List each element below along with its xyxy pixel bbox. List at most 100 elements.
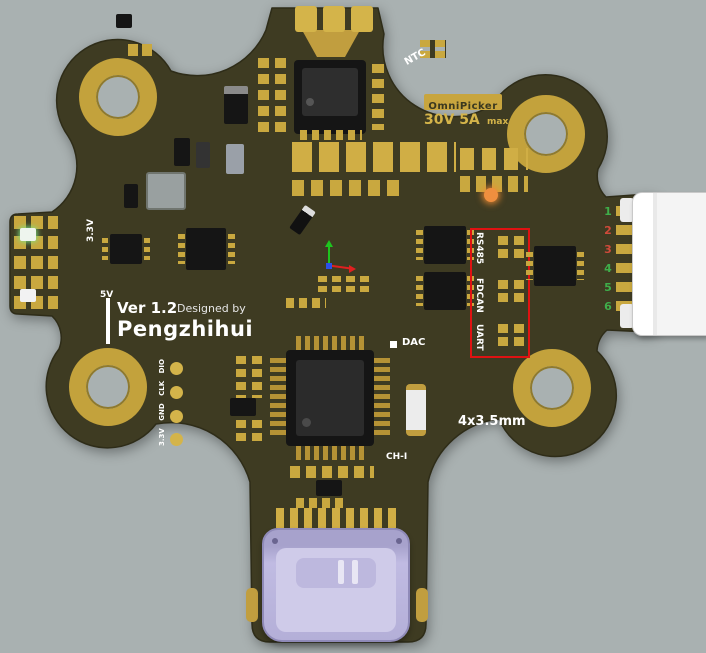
mcu-pins-bottom [296,446,364,460]
ic-pins [178,234,185,264]
mcu-pins-left [270,358,286,438]
smd-component [174,138,190,166]
pad-row [290,466,374,478]
usb-c-rivet [396,538,402,544]
orange-led [484,188,498,202]
author-label: Pengzhihui [117,317,254,341]
pad-grid [236,420,262,444]
smd-capacitor [226,144,244,174]
top-pad [295,6,317,32]
version-label: Ver 1.2 [117,299,178,317]
capacitor-row [460,148,528,170]
rating-label: 30V 5A [424,112,480,128]
pad-grid [258,58,288,136]
bus-transceiver-ic [424,272,466,310]
dac-label: DAC [402,337,426,348]
usb-shield-pad [246,588,258,622]
brand-name: OmniPicker [428,101,498,112]
top-tab-plating [302,30,360,57]
smd-component [196,142,210,168]
smd-capacitor [224,86,248,124]
connector-latch-top [620,198,634,222]
pin-number: 5 [604,281,612,294]
esd-ic [534,246,576,286]
status-led-white [20,289,36,302]
pin-number: 3 [604,243,612,256]
rail-5v-label: 5V [100,290,114,300]
rs485-label: RS485 [474,232,484,265]
top-pad [323,6,345,32]
pad-grid [236,356,262,398]
fdcan-label: FDCAN [474,278,484,313]
pin-number: 1 [604,205,612,218]
pad-column [372,64,384,130]
mounting-hole-bottom-right [513,349,591,427]
testpoint [170,386,183,399]
usb-c-contact [338,560,344,584]
title-block-bar [106,298,110,344]
mcu-pins-top [296,336,364,350]
gizmo-origin [326,263,332,269]
bus-highlight-box [470,228,530,358]
pin-number: 2 [604,224,612,237]
usb-shield-pad [416,588,428,622]
brand-plate: OmniPicker [424,94,502,112]
pin-number: 6 [604,300,612,313]
mounting-hole-bottom-left [69,348,147,426]
smd-component [230,398,256,416]
pin1-dot [306,98,314,106]
inductor [146,172,186,210]
qfn-ic [186,228,226,270]
regulator-ic [110,234,142,264]
top-ic-face [302,68,358,116]
rs485-pads [498,236,524,258]
uart-pads [498,324,524,346]
smd-component [116,14,132,28]
pad-row [460,176,528,192]
fdcan-pads [498,280,524,302]
gizmo-y-axis [328,246,330,266]
capacitor-row [292,142,456,172]
connector-latch-bottom [620,304,634,328]
crystal [406,384,426,436]
transistor [124,184,138,208]
designed-by-label: Designed by [177,302,246,315]
usb-c-contact [352,560,358,584]
pin-number: 4 [604,262,612,275]
dac-marker [390,341,397,348]
mount-size-label: 4x3.5mm [458,414,526,429]
mcu-pins-right [374,358,390,438]
ic-pins [416,276,423,306]
ic-pins [228,234,235,264]
jst-connector-body [632,192,706,336]
pad-grid [318,276,372,292]
smd-component [316,480,342,496]
uart-label: UART [474,324,484,351]
testpoint [170,410,183,423]
rail-3v3-label: 3.3V [86,219,96,242]
ch1-label: CH-I [386,452,408,462]
usb-c-tongue [296,558,376,588]
gizmo-y-arrow [325,240,333,247]
rating-max-label: max [487,117,509,127]
status-led-green [20,228,36,241]
ic-pins [102,238,108,260]
ic-pins-bottom [300,130,362,140]
pad-row [296,498,348,508]
ic-pins [416,230,423,260]
pad-row [292,180,404,196]
pad-row [286,298,326,308]
ic-pins [577,252,584,280]
testpoint [170,362,183,375]
pad-pair [128,44,152,56]
castellated-pads [276,508,398,528]
mcu-pin1-dot [302,418,311,427]
bus-transceiver-ic [424,226,466,264]
mounting-hole-top-left [79,58,157,136]
usb-c-rivet [272,538,278,544]
top-pad [351,6,373,32]
ic-pins [526,252,533,280]
testpoint [170,433,183,446]
pad-grid [420,40,446,58]
